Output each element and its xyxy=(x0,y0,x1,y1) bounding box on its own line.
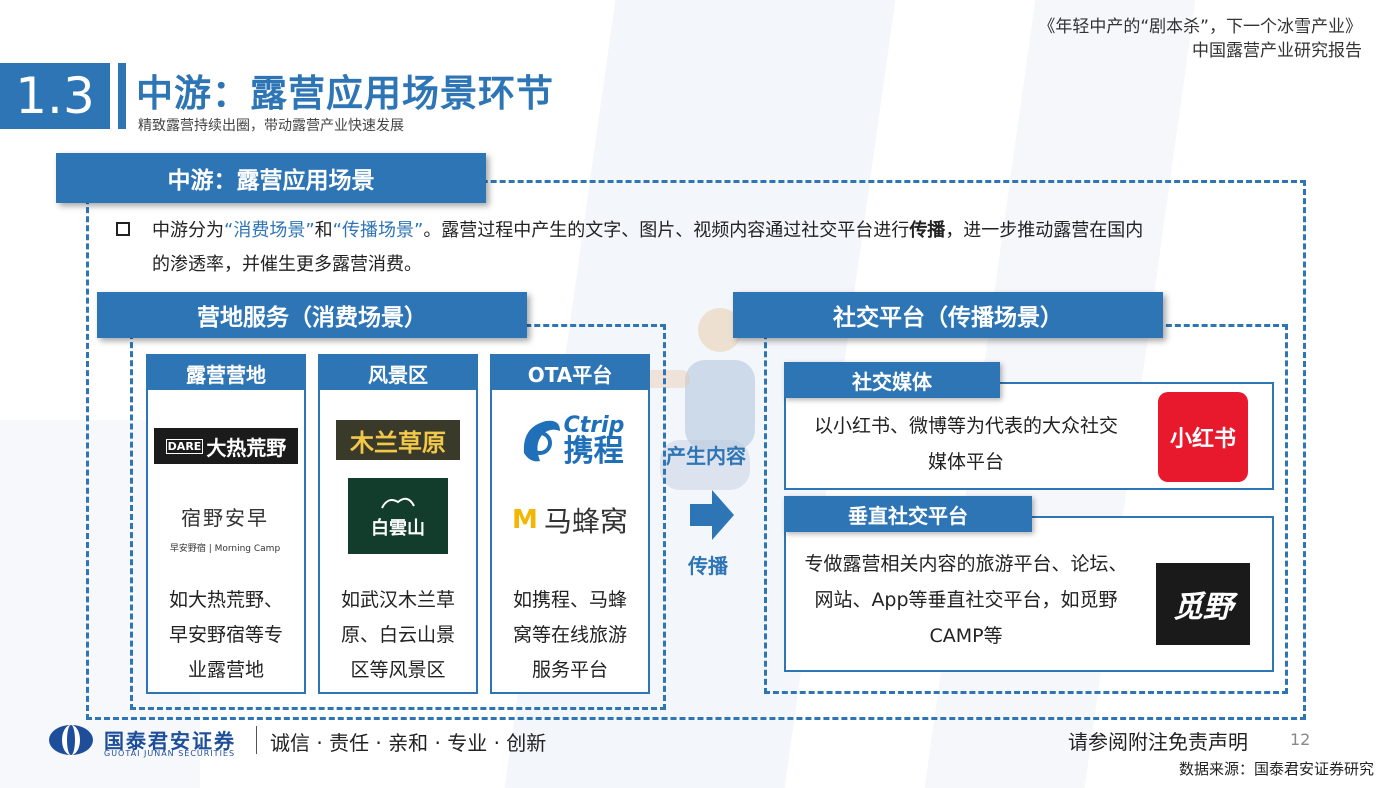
zaoan-logo: 宿野安早 早安野宿 | Morning Camp xyxy=(160,478,290,578)
section-number: 1.3 xyxy=(15,67,95,125)
bullet-highlight-spread: “传播场景” xyxy=(332,220,424,241)
card-scenic-line2: 原、白云山景 xyxy=(340,624,455,646)
mafengwo-logo-text: 马蜂窝 xyxy=(543,505,628,538)
mulan-logo-text: 木兰草原 xyxy=(350,428,446,457)
ctrip-logo-en: Ctrip xyxy=(563,413,625,438)
xiaohongshu-logo-text: 小红书 xyxy=(1169,427,1236,452)
baiyun-logo-text: 白雲山 xyxy=(371,518,425,539)
footer-divider xyxy=(256,726,257,754)
social-media-title: 社交媒体 xyxy=(784,362,1000,398)
card-campsite: 露营营地 DARE 大热荒野 宿野安早 早安野宿 | Morning Camp … xyxy=(146,354,306,694)
report-title: 《年轻中产的“剧本杀”，下一个冰雪产业》 xyxy=(1038,17,1362,37)
right-arrow-icon xyxy=(690,490,734,540)
miye-logo-text: 觅野 xyxy=(1173,590,1233,625)
report-subtitle: 中国露营产业研究报告 xyxy=(1192,41,1362,61)
camp-service-title: 营地服务（消费场景） xyxy=(97,292,527,338)
page-number: 12 xyxy=(1290,730,1311,749)
company-logo-icon xyxy=(49,725,93,755)
section-title: 中游：露营应用场景环节 xyxy=(136,72,554,115)
dare-logo: DARE 大热荒野 xyxy=(154,428,298,464)
vertical-social-title: 垂直社交平台 xyxy=(784,496,1032,532)
produce-content-label: 产生内容 xyxy=(666,444,746,468)
xiaohongshu-logo: 小红书 xyxy=(1158,392,1248,482)
bullet-highlight-consume: “消费场景” xyxy=(224,220,315,241)
disclaimer-link[interactable]: 请参阅附注免责声明 xyxy=(1068,730,1248,754)
card-ota-line2: 窝等在线旅游 xyxy=(512,624,627,646)
card-ota-line1: 如携程、马蜂 xyxy=(512,589,627,611)
bullet-icon xyxy=(116,222,130,236)
ctrip-logo: Ctrip 携程 xyxy=(496,408,644,474)
data-source: 数据来源：国泰君安证券研究 xyxy=(1178,760,1374,778)
card-scenic-line3: 区等风景区 xyxy=(350,659,446,681)
social-platform-title: 社交平台（传播场景） xyxy=(733,292,1163,338)
baiyun-cloud-icon xyxy=(381,497,415,509)
bullet-text-5: 的渗透率，并催生更多露营消费。 xyxy=(152,254,422,275)
bullet-text-1: 中游分为 xyxy=(152,220,224,241)
person-illustration xyxy=(640,308,755,490)
ctrip-dolphin-icon xyxy=(523,420,560,462)
card-scenic: 风景区 木兰草原 白雲山 如武汉木兰草 原、白云山景 区等风景区 xyxy=(318,354,478,694)
company-slogan: 诚信 · 责任 · 亲和 · 专业 · 创新 xyxy=(270,731,547,755)
card-campsite-line2: 早安野宿等专 xyxy=(168,624,283,646)
card-scenic-title: 风景区 xyxy=(320,356,476,390)
title-divider xyxy=(118,63,126,129)
miye-logo: 觅野 xyxy=(1156,563,1250,645)
vertical-social-line3: CAMP等 xyxy=(929,625,1003,647)
main-panel xyxy=(86,180,1306,720)
card-ota: OTA平台 Ctrip 携程 M 马蜂窝 如携程、马蜂 窝等在线旅游 服务平台 xyxy=(490,354,650,694)
bullet-paragraph: 中游分为“消费场景”和“传播场景”。露营过程中产生的文字、图片、视频内容通过社交… xyxy=(152,214,1282,282)
bullet-text-4: ，进一步推动露营在国内 xyxy=(945,220,1144,241)
mafengwo-logo: M 马蜂窝 xyxy=(496,498,644,542)
card-ota-line3: 服务平台 xyxy=(531,659,608,681)
dare-logo-prefix: DARE xyxy=(165,438,204,454)
card-scenic-line1: 如武汉木兰草 xyxy=(340,589,455,611)
company-name: 国泰君安证券 xyxy=(104,729,236,753)
card-ota-title: OTA平台 xyxy=(492,356,648,390)
vertical-social-line1: 专做露营相关内容的旅游平台、论坛、 xyxy=(804,553,1128,575)
section-number-badge: 1.3 xyxy=(0,63,110,129)
panel-title: 中游：露营应用场景 xyxy=(56,153,486,203)
zaoan-logo-caption: 早安野宿 | Morning Camp xyxy=(169,544,281,554)
bullet-text-2: 和 xyxy=(314,220,333,241)
card-campsite-title: 露营营地 xyxy=(148,356,304,390)
section-subtitle: 精致露营持续出圈，带动露营产业快速发展 xyxy=(138,118,404,134)
social-media-line2: 媒体平台 xyxy=(927,451,1004,473)
dare-logo-text: 大热荒野 xyxy=(206,435,287,460)
card-campsite-line3: 业露营地 xyxy=(187,659,264,681)
vertical-social-line2: 网站、App等垂直社交平台，如觅野 xyxy=(814,589,1118,611)
ctrip-logo-cn: 携程 xyxy=(563,434,624,469)
zaoan-logo-art: 宿野安早 xyxy=(181,506,269,530)
baiyun-logo: 白雲山 xyxy=(348,478,448,554)
social-media-line1: 以小红书、微博等为代表的大众社交 xyxy=(813,415,1118,437)
company-name-en: GUOTAI JUNAN SECURITIES xyxy=(104,749,236,758)
spread-label: 传播 xyxy=(688,554,728,578)
bullet-text-3: 。露营过程中产生的文字、图片、视频内容通过社交平台进行 xyxy=(423,220,910,241)
card-campsite-line1: 如大热荒野、 xyxy=(168,589,283,611)
mafengwo-logo-mark: M xyxy=(512,505,538,535)
bullet-bold-spread: 传播 xyxy=(909,220,946,241)
mulan-logo: 木兰草原 xyxy=(336,420,460,460)
